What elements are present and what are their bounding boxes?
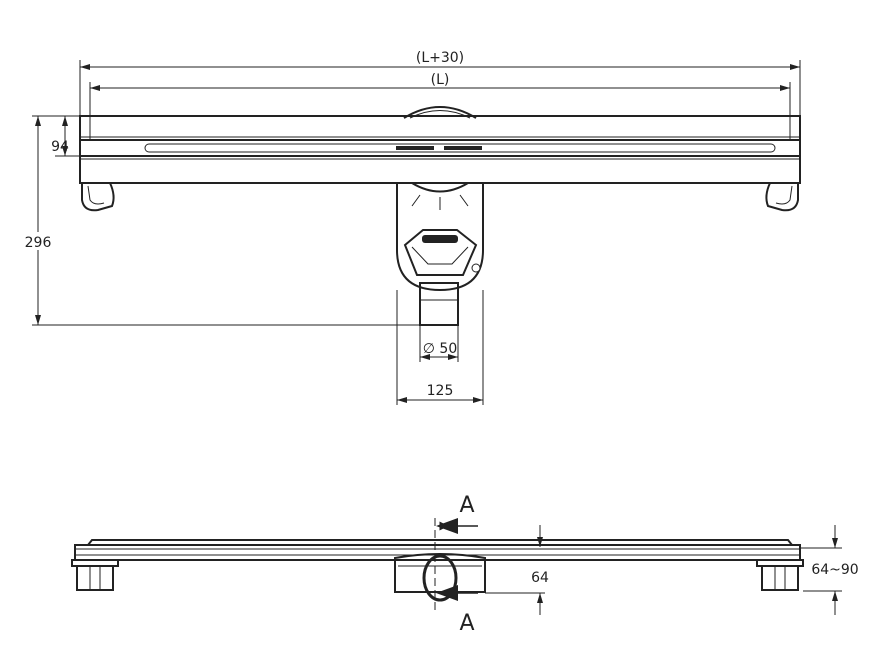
dim-foot-adjust-label: 64~90 <box>811 562 858 578</box>
drain-slot <box>144 143 776 153</box>
side-view: A A 64 64~90 <box>71 493 859 636</box>
dim-length-label: (L) <box>431 72 450 88</box>
drain-cap-outline <box>403 106 477 119</box>
left-foot <box>81 182 115 212</box>
dim-length: (L) <box>89 72 791 140</box>
dim-overall-length: (L+30) <box>79 50 801 150</box>
top-view: (L+30) (L) 94 296 ∅ 50 <box>20 50 801 405</box>
left-adjustable-foot <box>71 559 119 591</box>
dim-trap-width-label: 125 <box>427 383 454 399</box>
dim-outlet-diameter: ∅ 50 <box>419 325 459 362</box>
dim-foot-adjust: 64~90 <box>800 525 859 615</box>
dim-total-depth: 296 <box>20 115 420 326</box>
right-foot <box>765 182 799 212</box>
dim-total-depth-label: 296 <box>25 235 52 251</box>
right-adjustable-foot <box>756 559 804 591</box>
dim-trap-height-label: 64 <box>531 570 549 586</box>
section-label-top: A <box>459 493 474 518</box>
drain-frame <box>79 115 801 184</box>
dim-overall-label: (L+30) <box>416 50 464 66</box>
dim-outlet-diameter-label: ∅ 50 <box>423 341 457 357</box>
section-label-bottom: A <box>459 611 474 636</box>
dim-trap-width: 125 <box>396 290 484 405</box>
drain-channel-side <box>74 544 801 561</box>
outlet-pipe <box>419 282 459 326</box>
trap-body <box>396 183 484 292</box>
outlet-opening <box>422 554 458 602</box>
trap-cover <box>403 229 478 276</box>
dim-frame-height: 94 <box>51 115 80 157</box>
dim-frame-height-label: 94 <box>51 139 69 155</box>
dim-trap-height: 64 <box>485 525 549 615</box>
trap-side <box>394 553 486 593</box>
